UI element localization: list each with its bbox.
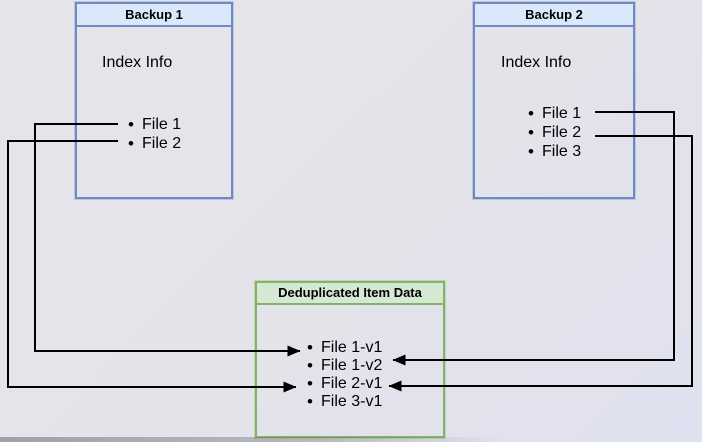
backup1-file-item: File 1 bbox=[128, 115, 181, 134]
backup1-file-list: File 1 File 2 bbox=[128, 115, 181, 153]
backup1-index-info-label: Index Info bbox=[102, 54, 173, 71]
backup2-index-info-label: Index Info bbox=[501, 54, 572, 71]
dedup-item: File 1-v2 bbox=[307, 357, 382, 375]
dedup-item-list: File 1-v1 File 1-v2 File 2-v1 File 3-v1 bbox=[307, 339, 382, 411]
backup2-file-item: File 3 bbox=[528, 142, 581, 161]
backup2-file-list: File 1 File 2 File 3 bbox=[528, 104, 581, 161]
dedup-title: Deduplicated Item Data bbox=[257, 283, 443, 305]
deduplicated-item-data-box: Deduplicated Item Data File 1-v1 File 1-… bbox=[255, 281, 445, 438]
backup2-file-item: File 2 bbox=[528, 123, 581, 142]
backup1-file-item: File 2 bbox=[128, 134, 181, 153]
dedup-item: File 1-v1 bbox=[307, 339, 382, 357]
backup2-file-item: File 1 bbox=[528, 104, 581, 123]
dedup-item: File 2-v1 bbox=[307, 375, 382, 393]
backup1-box: Backup 1 Index Info File 1 File 2 bbox=[75, 2, 233, 199]
backup2-title: Backup 2 bbox=[475, 4, 633, 27]
dedup-item: File 3-v1 bbox=[307, 393, 382, 411]
backup1-title: Backup 1 bbox=[77, 4, 231, 27]
backup2-box: Backup 2 Index Info File 1 File 2 File 3 bbox=[473, 2, 635, 199]
